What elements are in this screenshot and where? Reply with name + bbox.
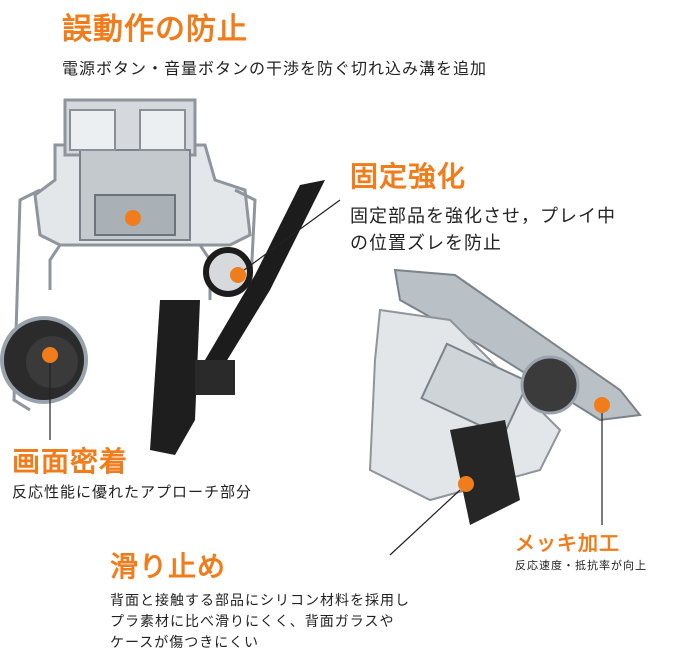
dot-antislip — [458, 476, 474, 492]
plating-desc: 反応速度・抵抗率が向上 — [515, 559, 647, 572]
dot-screen — [42, 347, 58, 363]
misoperation-heading: 誤動作の防止 — [62, 12, 248, 47]
misoperation-desc: 電源ボタン・音量ボタンの干渉を防ぐ切れ込み溝を追加 — [62, 59, 488, 78]
antislip-heading: 滑り止め — [110, 550, 227, 583]
fixing-desc-line2: の位置ズレを防止 — [350, 233, 502, 254]
plating-heading: メッキ加工 — [515, 531, 620, 555]
right-trigger — [368, 268, 642, 525]
fixing-desc-line1: 固定部品を強化させ，プレイ中 — [350, 206, 616, 227]
antislip-desc-line1: 背面と接触する部品にシリコン材料を採用し — [110, 593, 410, 609]
screen-heading: 画面密着 — [12, 445, 129, 478]
indicator-dots — [42, 210, 610, 492]
antislip-desc-line2: プラ素材に比べ滑りにくく、背面ガラスや — [110, 614, 395, 630]
antislip-desc-line3: ケースが傷つきにくい — [110, 635, 260, 651]
dot-misoperation — [125, 210, 141, 226]
dot-fixing — [230, 267, 246, 283]
clamp-arm — [150, 180, 325, 455]
screen-desc: 反応性能に優れたアプローチ部分 — [12, 483, 253, 501]
leader-lines — [49, 199, 603, 556]
dot-plating — [594, 397, 610, 413]
fixing-heading: 固定強化 — [350, 160, 467, 193]
